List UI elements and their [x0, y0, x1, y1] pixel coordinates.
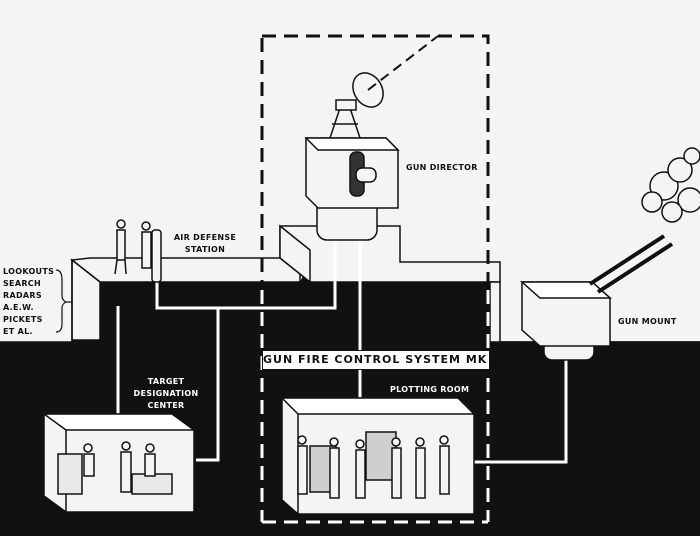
label-input-1: SEARCH — [3, 279, 41, 288]
operator-figures-left — [83, 441, 156, 493]
label-plotting-room: PLOTTING ROOM — [390, 385, 470, 394]
label-target-line3: CENTER — [147, 401, 185, 410]
target-designation-room — [41, 413, 197, 513]
label-gun-mount: GUN MOUNT — [618, 317, 677, 326]
label-air-defense-station: AIR DEFENSE STATION — [168, 232, 242, 256]
system-boundary-lower — [260, 290, 490, 524]
connection-lines — [116, 240, 568, 464]
label-input-0: LOOKOUTS — [3, 267, 55, 276]
gun-mount-unit — [520, 147, 700, 361]
system-title-banner: GUN FIRE CONTROL SYSTEM MK 37 — [262, 350, 508, 370]
label-input-3: A.E.W. — [3, 303, 34, 312]
gun-director-unit — [304, 35, 439, 241]
label-input-2: RADARS — [3, 291, 42, 300]
label-target-line1: TARGET — [147, 377, 185, 386]
operator-figures-center — [297, 435, 450, 499]
label-input-5: ET AL. — [3, 327, 33, 336]
left-platform — [0, 257, 301, 343]
label-inputs: LOOKOUTS SEARCH RADARS A.E.W. PICKETS ET… — [3, 266, 54, 338]
label-gun-director: GUN DIRECTOR — [406, 163, 478, 172]
label-air-defense-line2: STATION — [184, 245, 226, 254]
label-input-4: PICKETS — [3, 315, 43, 324]
label-target-designation-center: TARGET DESIGNATION CENTER — [128, 376, 204, 412]
air-defense-figures — [114, 219, 162, 283]
center-step — [279, 224, 501, 284]
plotting-room-box — [280, 397, 476, 515]
label-target-line2: DESIGNATION — [133, 389, 199, 398]
label-air-defense-line1: AIR DEFENSE — [173, 233, 237, 242]
inputs-brace — [55, 269, 68, 333]
